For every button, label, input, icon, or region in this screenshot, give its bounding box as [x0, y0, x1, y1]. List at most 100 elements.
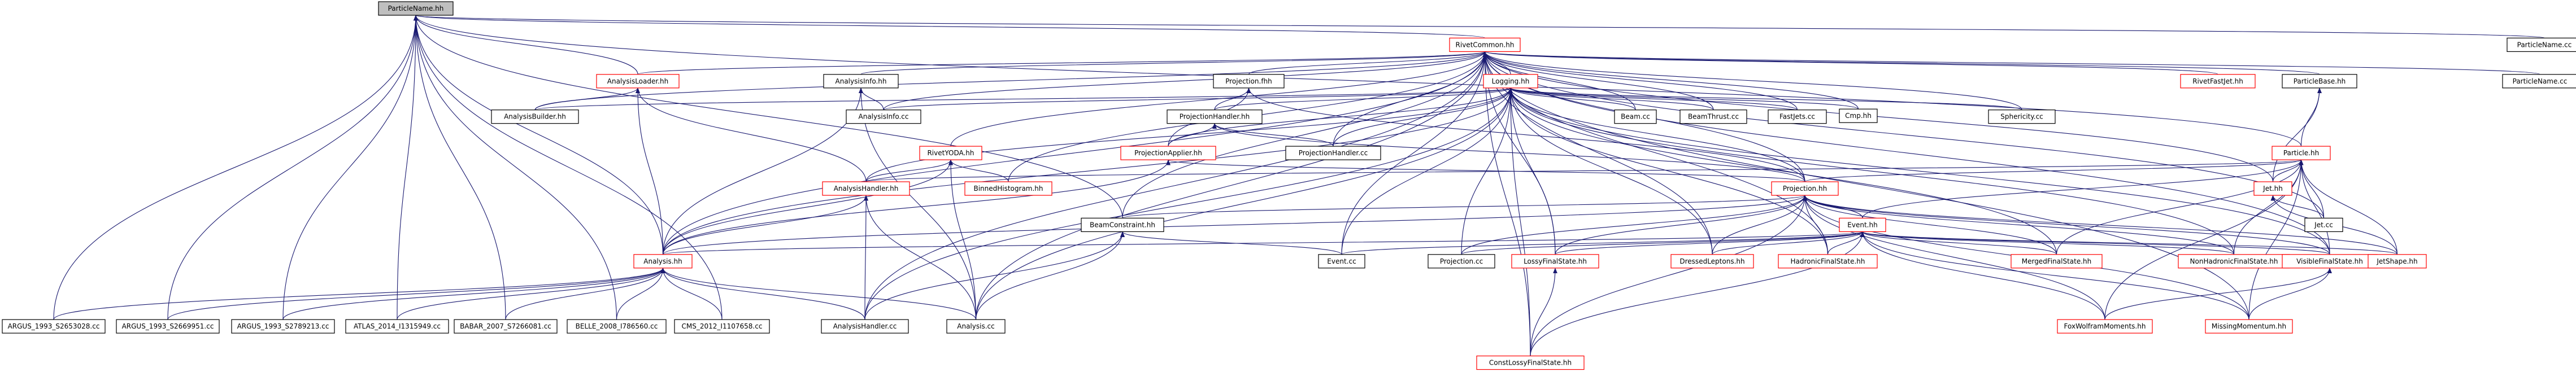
- node-event-cc[interactable]: Event.cc: [1318, 254, 1365, 269]
- node-label: MergedFinalState.hh: [2022, 257, 2092, 265]
- node-analysisinfo-cc[interactable]: AnalysisInfo.cc: [846, 110, 921, 124]
- edge: [534, 51, 1487, 110]
- edge-rivetcommon-hh-to-particlename-hh: [414, 15, 1486, 38]
- node-projection-hh[interactable]: Projection.hh: [1771, 181, 1839, 196]
- node-rivetcommon-hh[interactable]: RivetCommon.hh: [1449, 37, 1521, 52]
- edge-foxwolframmoments-hh-to-projection-hh: [1803, 195, 2105, 320]
- node-particlename-hh[interactable]: ParticleName.hh: [378, 1, 454, 16]
- edge: [975, 231, 1125, 320]
- node-label: BELLE_2008_I786560.cc: [576, 322, 658, 330]
- node-binnedhistogram-hh[interactable]: BinnedHistogram.hh: [964, 181, 1052, 196]
- node-fastjets-cc[interactable]: FastJets.cc: [1768, 110, 1827, 124]
- edge: [859, 87, 977, 320]
- node-box: [2272, 146, 2331, 160]
- edge: [1482, 51, 1829, 255]
- node-dressedleptons-hh[interactable]: DressedLeptons.hh: [1670, 254, 1754, 269]
- edge: [1482, 51, 1531, 356]
- edge: [1508, 87, 1805, 182]
- edge: [859, 87, 884, 110]
- edge-mergedfinalstate-hh-to-event-hh: [1860, 231, 2057, 255]
- edge: [2248, 268, 2332, 320]
- edge-jetshape-hh-to-projection-hh: [1803, 195, 2398, 255]
- node-sphericity-cc[interactable]: Sphericity.cc: [1988, 110, 2056, 124]
- node-particlebase-hh[interactable]: ParticleBase.hh: [2282, 74, 2357, 89]
- edge-event-cc-to-rivetcommon-hh: [1341, 51, 1487, 255]
- edge: [1862, 159, 2304, 218]
- node-label: Event.cc: [1327, 257, 1356, 265]
- node-jetshape-hh[interactable]: JetShape.hh: [2368, 254, 2427, 269]
- node-visiblefinalstate-hh[interactable]: VisibleFinalState.hh: [2282, 254, 2378, 269]
- node-box: [1988, 110, 2056, 124]
- edge-belle2008-to-analysis-hh: [616, 268, 665, 320]
- node-label: NonHadronicFinalState.hh: [2190, 257, 2278, 265]
- edge: [865, 159, 953, 182]
- node-analysishandler-hh[interactable]: AnalysisHandler.hh: [822, 181, 910, 196]
- edge-foxwolframmoments-hh-to-event-hh: [1860, 231, 2105, 320]
- node-projection-fhh[interactable]: Projection.fhh: [1213, 74, 1285, 89]
- node-label: AnalysisLoader.hh: [607, 77, 668, 85]
- node-belle2008[interactable]: BELLE_2008_I786560.cc: [567, 319, 667, 334]
- node-logging-hh[interactable]: Logging.hh: [1483, 74, 1538, 89]
- edge-sphericity-cc-to-rivetcommon-hh: [1482, 51, 2022, 110]
- edge-cms2012-to-particlename-hh: [414, 15, 723, 320]
- node-cmp-hh[interactable]: Cmp.hh: [1839, 108, 1878, 123]
- edge: [1122, 195, 1807, 218]
- node-beamthrust-cc[interactable]: BeamThrust.cc: [1679, 110, 1747, 124]
- edge-analysishandler-cc-to-analysishandler-hh: [864, 195, 868, 320]
- edge: [883, 51, 1487, 110]
- node-particlename-cc2[interactable]: ParticleName.cc: [2502, 74, 2576, 89]
- node-analysis-cc[interactable]: Analysis.cc: [946, 319, 1006, 334]
- node-label: VisibleFinalState.hh: [2296, 257, 2363, 265]
- edge: [636, 87, 867, 182]
- node-box: [596, 74, 680, 89]
- node-analysisloader-hh[interactable]: AnalysisLoader.hh: [596, 74, 680, 89]
- edge-projection-cc-to-projection-hh: [1461, 195, 1807, 255]
- node-argus1993c[interactable]: ARGUS_1993_S2789213.cc: [231, 319, 335, 334]
- edge-mergedfinalstate-hh-to-projection-hh: [1803, 195, 2057, 255]
- edge-analysisinfo-cc-to-logging-hh: [883, 87, 1513, 111]
- edge: [1530, 231, 1865, 356]
- edge-analysis-cc-to-rivetyoda-hh: [948, 159, 977, 320]
- node-beamconstraint-hh[interactable]: BeamConstraint.hh: [1081, 217, 1164, 233]
- node-jet-cc[interactable]: Jet.cc: [2304, 217, 2343, 233]
- node-rivetfastjet-hh[interactable]: RivetFastJet.hh: [2180, 74, 2256, 89]
- node-atlas2014[interactable]: ATLAS_2014_I1315949.cc: [345, 319, 449, 334]
- node-constlossyfinalstate-hh[interactable]: ConstLossyFinalState.hh: [1476, 355, 1585, 370]
- node-analysisbuilder-hh[interactable]: AnalysisBuilder.hh: [491, 110, 579, 124]
- edge: [414, 15, 1123, 218]
- node-projectionhandler-hh[interactable]: ProjectionHandler.hh: [1167, 110, 1263, 124]
- node-jet-hh[interactable]: Jet.hh: [2253, 181, 2292, 196]
- node-lossyfinalstate-hh[interactable]: LossyFinalState.hh: [1511, 254, 1599, 269]
- node-mergedfinalstate-hh[interactable]: MergedFinalState.hh: [2011, 254, 2103, 269]
- node-label: ParticleName.cc: [2517, 41, 2572, 49]
- node-analysis-hh[interactable]: Analysis.hh: [633, 254, 693, 269]
- node-nonhadronicfinalstate-hh[interactable]: NonHadronicFinalState.hh: [2178, 254, 2290, 269]
- node-beam-cc[interactable]: Beam.cc: [1614, 110, 1657, 124]
- node-analysishandler-cc[interactable]: AnalysisHandler.cc: [821, 319, 909, 334]
- edge: [1333, 87, 1513, 147]
- node-event-hh[interactable]: Event.hh: [1839, 217, 1886, 233]
- node-argus1993a[interactable]: ARGUS_1993_S2653028.cc: [2, 319, 106, 334]
- node-projectionapplier-hh[interactable]: ProjectionApplier.hh: [1120, 146, 1216, 160]
- node-babar2007[interactable]: BABAR_2007_S7266081.cc: [454, 319, 558, 334]
- edge-visiblefinalstate-hh-to-rivetcommon-hh: [1482, 51, 2330, 255]
- node-particlename-cc[interactable]: ParticleName.cc: [2507, 37, 2576, 52]
- edge: [1482, 51, 1714, 110]
- node-missingmomentum-hh[interactable]: MissingMomentum.hh: [2205, 319, 2293, 334]
- node-projection-cc[interactable]: Projection.cc: [1428, 254, 1495, 269]
- node-hadronicfinalstate-hh[interactable]: HadronicFinalState.hh: [1778, 254, 1878, 269]
- edge: [662, 87, 1513, 255]
- node-particle-hh[interactable]: Particle.hh: [2272, 146, 2331, 160]
- node-argus1993b[interactable]: ARGUS_1993_S2669951.cc: [116, 319, 220, 334]
- node-label: AnalysisHandler.cc: [833, 322, 897, 330]
- edge-cmp-hh-to-logging-hh: [1508, 87, 1859, 110]
- node-projectionhandler-cc[interactable]: ProjectionHandler.cc: [1285, 146, 1381, 160]
- edge-analysis-hh-to-rivetyoda-hh: [662, 159, 953, 255]
- edge: [1212, 123, 1805, 182]
- node-cms2012[interactable]: CMS_2012_I1107658.cc: [674, 319, 770, 334]
- node-foxwolframmoments-hh[interactable]: FoxWolframMoments.hh: [2057, 319, 2153, 334]
- node-analysisinfo-hh[interactable]: AnalysisInfo.hh: [823, 74, 899, 89]
- edge: [660, 268, 865, 320]
- node-rivetyoda-hh[interactable]: RivetYODA.hh: [919, 146, 982, 160]
